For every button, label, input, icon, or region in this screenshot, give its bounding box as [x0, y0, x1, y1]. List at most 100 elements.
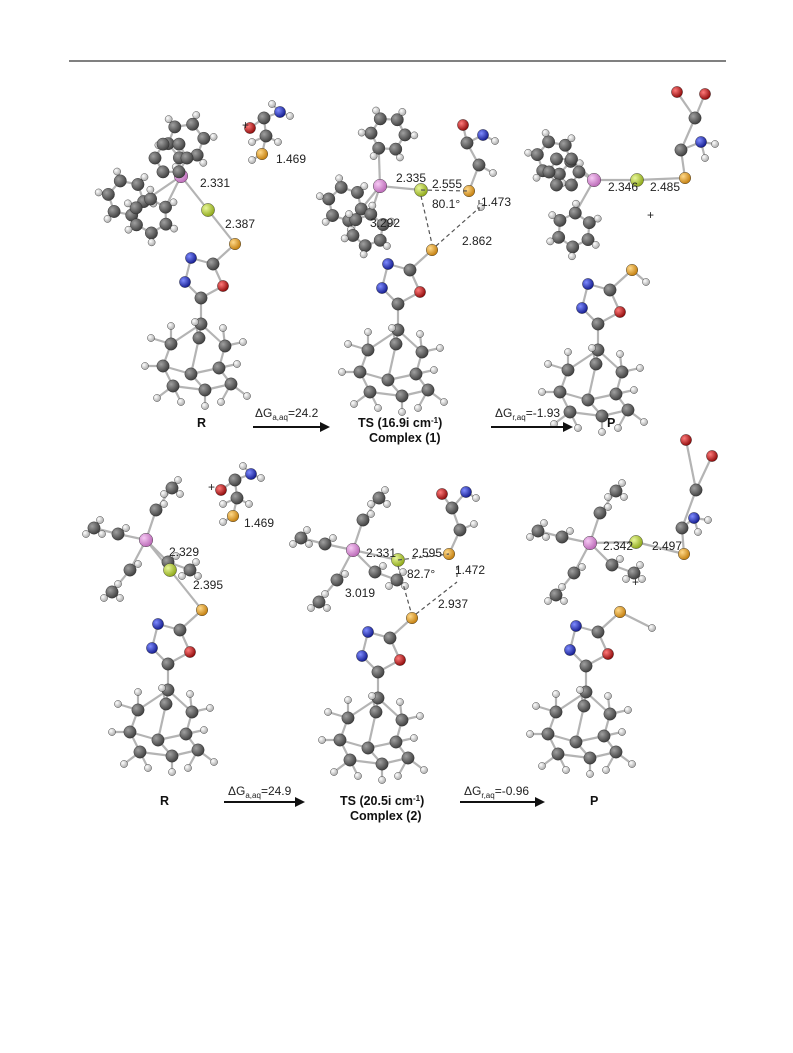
hydrogen-atom	[174, 476, 182, 484]
hydrogen-atom	[321, 590, 329, 598]
hydrogen-atom	[172, 552, 180, 560]
carbon-atom	[550, 178, 563, 192]
hydrogen-atom	[367, 500, 375, 508]
dashed-bond	[415, 581, 458, 615]
hydrogen-atom	[147, 238, 156, 247]
hydrogen-atom	[410, 131, 419, 140]
hydrogen-atom	[574, 424, 582, 432]
distance-label: 2.595	[412, 546, 442, 560]
molecule	[524, 86, 719, 261]
distance-label: 2.331	[366, 546, 396, 560]
hydrogen-atom	[538, 762, 546, 770]
nitrogen-atom	[382, 258, 394, 270]
hydrogen-atom	[552, 690, 560, 698]
nitrogen-atom	[576, 302, 588, 314]
dashed-bond	[420, 195, 433, 245]
carbon-atom	[259, 129, 273, 143]
carbon-atom	[149, 503, 163, 517]
hydrogen-atom	[134, 560, 142, 568]
selenium-atom	[163, 563, 177, 577]
molecule	[108, 604, 218, 776]
hydrogen-atom	[524, 148, 532, 157]
nitrogen-atom	[570, 620, 582, 632]
hydrogen-atom	[344, 696, 352, 704]
hydrogen-atom	[170, 224, 178, 233]
hydrogen-atom	[192, 111, 201, 119]
hydrogen-atom	[701, 154, 709, 162]
reactant-label: R	[197, 416, 206, 430]
carbon-atom	[343, 753, 357, 767]
hydrogen-atom	[618, 728, 626, 736]
molecule	[318, 486, 480, 784]
carbon-atom	[369, 705, 383, 719]
hydrogen-atom	[243, 392, 251, 400]
carbon-atom	[172, 165, 186, 179]
hydrogen-atom	[546, 237, 555, 246]
carbon-atom	[445, 501, 459, 515]
hydrogen-atom	[566, 527, 574, 535]
hydrogen-atom	[116, 594, 124, 602]
carbon-atom	[218, 339, 232, 353]
hydrogen-atom	[178, 572, 186, 580]
carbon-atom	[551, 747, 565, 761]
carbon-atom	[371, 665, 385, 679]
oxygen-atom	[671, 86, 683, 98]
hydrogen-atom	[124, 199, 132, 208]
ts-label: TS (20.5i cm-1)	[340, 794, 424, 808]
carbon-atom	[375, 757, 389, 771]
carbon-atom	[353, 365, 367, 379]
hydrogen-atom	[472, 494, 480, 502]
bond	[352, 548, 399, 562]
carbon-atom	[581, 393, 595, 407]
distance-label: 2.485	[650, 180, 680, 194]
oxygen-atom	[244, 122, 256, 134]
carbon-atom	[401, 751, 415, 765]
hydrogen-atom	[257, 474, 265, 482]
carbon-atom	[361, 741, 375, 755]
hydrogen-atom	[350, 400, 358, 408]
hydrogen-atom	[636, 364, 644, 372]
carbon-atom	[621, 403, 635, 417]
panel-2: + 1.469 2.329 2.395 2.331 2.595 82.7° 1.…	[160, 480, 682, 823]
carbon-atom	[403, 263, 417, 277]
hydrogen-atom	[636, 561, 644, 569]
nitrogen-atom	[695, 136, 707, 148]
distance-label: 3.292	[370, 216, 400, 230]
hydrogen-atom	[144, 764, 152, 772]
hydrogen-atom	[108, 728, 116, 736]
distance-label: 1.469	[276, 152, 306, 166]
carbon-atom	[609, 745, 623, 759]
carbon-atom	[312, 595, 326, 609]
hydrogen-atom	[307, 604, 315, 612]
oxygen-atom	[699, 88, 711, 100]
hydrogen-atom	[548, 211, 557, 219]
panel-1: + 1.469 2.331 2.387 2.335 2.555 80.1° 1.…	[197, 118, 680, 445]
hydrogen-atom	[591, 241, 600, 249]
hydrogen-atom	[648, 624, 656, 632]
angle-label: 80.1°	[432, 197, 460, 211]
carbon-atom	[184, 367, 198, 381]
carbon-atom	[569, 735, 583, 749]
carbon-atom	[351, 186, 364, 199]
hydrogen-atom	[289, 540, 297, 548]
hydrogen-atom	[321, 218, 330, 226]
carbon-atom	[565, 152, 578, 166]
dashed-bond	[397, 553, 450, 561]
oxygen-atom	[217, 280, 229, 292]
nitrogen-atom	[362, 626, 374, 638]
bond	[180, 175, 209, 211]
hydrogen-atom	[369, 152, 378, 160]
carbon-atom	[688, 111, 702, 125]
molecule	[215, 462, 265, 526]
hydrogen-atom	[368, 692, 376, 700]
nitrogen-atom	[152, 618, 164, 630]
oxygen-atom	[414, 286, 426, 298]
hydrogen-atom	[219, 324, 227, 332]
nitrogen-atom	[356, 650, 368, 662]
carbon-atom	[421, 383, 435, 397]
bond	[684, 439, 698, 491]
hydrogen-atom	[491, 137, 499, 145]
distance-label: 2.342	[603, 539, 633, 553]
carbon-atom	[563, 405, 577, 419]
carbon-atom	[363, 385, 377, 399]
